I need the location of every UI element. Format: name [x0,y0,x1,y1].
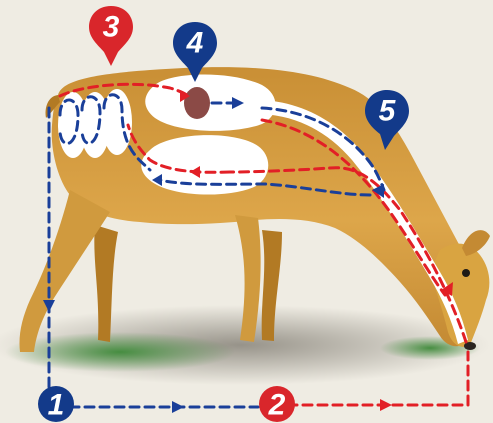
deer-eye [462,269,470,277]
marker-3-label: 3 [103,11,120,44]
rumen-chamber [145,74,275,130]
marker-2: 2 [259,386,295,422]
marker-4-label: 4 [186,27,204,60]
arrow-red-right [380,399,392,411]
bolus [184,87,210,119]
marker-1-label: 1 [48,389,65,422]
marker-3: 3 [89,6,133,66]
arrow-blue-right [172,401,184,413]
marker-5-label: 5 [379,95,397,128]
marker-2-label: 2 [268,389,286,422]
grass-patch [5,332,235,372]
marker-1: 1 [38,386,74,422]
